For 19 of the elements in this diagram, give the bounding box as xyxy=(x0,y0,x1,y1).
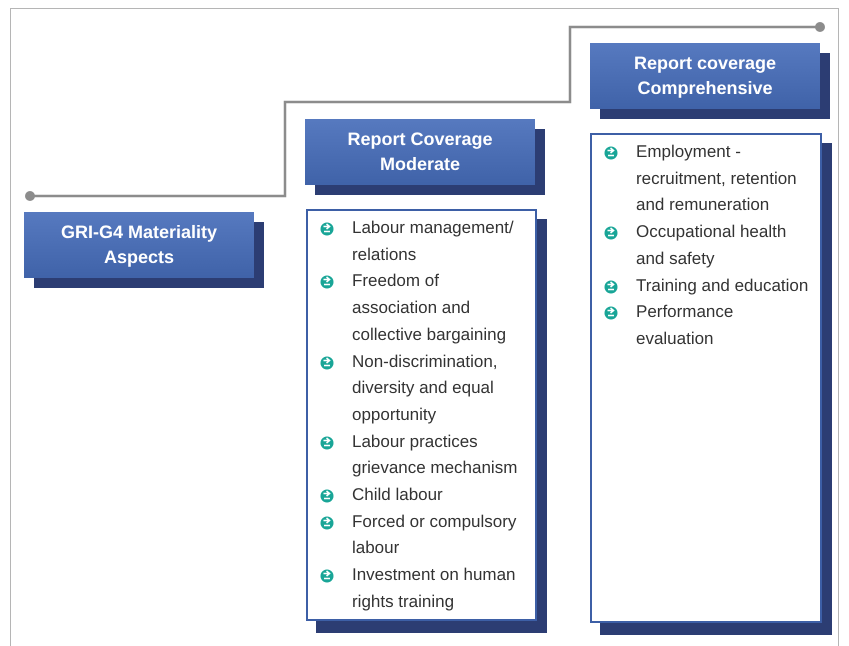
header-text: Report Coverage Moderate xyxy=(346,128,494,176)
header-text: GRI-G4 Materiality Aspects xyxy=(60,221,218,269)
header-text: Report coverage Comprehensive xyxy=(632,52,778,100)
list-item-text: Non-discrimination, diversity and equal opportunity xyxy=(352,350,498,426)
list-box xyxy=(590,133,822,623)
list-item-text: Performance evaluation xyxy=(636,301,734,350)
list-item-text: Labour management/ relations xyxy=(352,217,515,266)
header-box xyxy=(590,43,820,109)
list-item-text: Employment - recruitment, retention and remuneration xyxy=(636,141,798,216)
list-item-text: Training and education xyxy=(636,274,808,297)
list-item-text: Freedom of association and collective bargaining xyxy=(352,270,508,346)
list-item-text: Child labour xyxy=(352,484,443,506)
header-box xyxy=(305,119,535,185)
list-box xyxy=(306,209,537,621)
header-box xyxy=(24,212,254,278)
list-item-text: Labour practices grievance mechanism xyxy=(352,430,518,480)
list-item-text: Occupational health and safety xyxy=(636,221,788,270)
list-item-text: Investment on human rights training xyxy=(352,564,516,613)
list-item-text: Forced or compulsory labour xyxy=(352,510,518,560)
